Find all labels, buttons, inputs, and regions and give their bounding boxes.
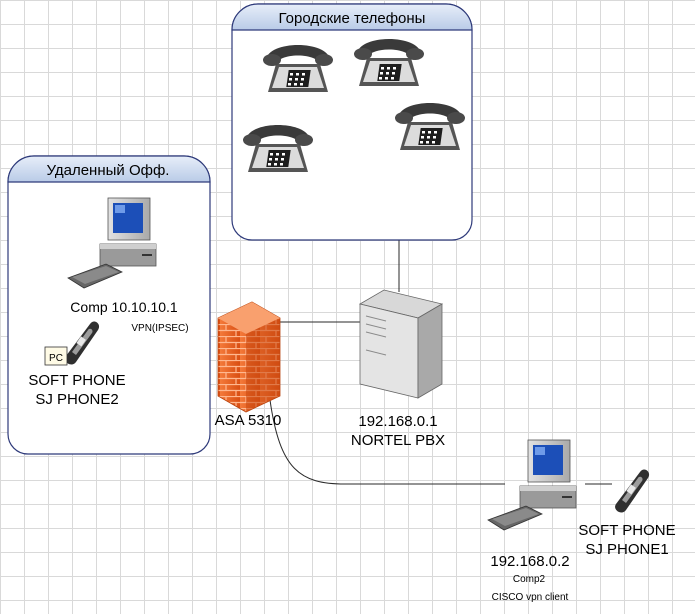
firewall-top-face bbox=[218, 302, 280, 334]
firewall-asa: ASA 5310 bbox=[215, 301, 282, 429]
pbx-side-face bbox=[417, 303, 443, 399]
softphone1-line2: SJ PHONE1 bbox=[585, 541, 668, 558]
comp2-client-label: CISCO vpn client bbox=[492, 592, 569, 603]
group-city-phones: Городские телефоны bbox=[231, 3, 473, 241]
pbx-name-label: NORTEL PBX bbox=[351, 432, 445, 449]
softphone1-icon bbox=[615, 469, 650, 513]
group-city-phones-title: Городские телефоны bbox=[279, 10, 426, 27]
comp2-node: 192.168.0.2 Comp2 CISCO vpn client bbox=[487, 439, 577, 603]
pbx-ip-label: 192.168.0.1 bbox=[358, 413, 437, 430]
remote-comp-label: Comp 10.10.10.1 bbox=[70, 299, 178, 315]
pbx-server: 192.168.0.1 NORTEL PBX bbox=[351, 289, 445, 449]
group-city-phones-header bbox=[231, 3, 473, 31]
group-remote-office-header bbox=[7, 155, 211, 183]
asa-label: ASA 5310 bbox=[215, 412, 282, 429]
softphone2-line1: SOFT PHONE bbox=[28, 372, 125, 389]
group-remote-office: Удаленный Офф. Comp 10.10.10.1 VPN(IPSEC… bbox=[7, 155, 211, 455]
vpn-label: VPN(IPSEC) bbox=[131, 323, 188, 334]
comp2-computer-icon bbox=[487, 439, 577, 531]
pc-tag-box bbox=[44, 346, 68, 366]
pbx-drive-bays bbox=[365, 315, 387, 356]
softphone1-line1: SOFT PHONE bbox=[578, 522, 675, 539]
group-remote-office-title: Удаленный Офф. bbox=[47, 162, 170, 179]
comp2-ip-label: 192.168.0.2 bbox=[490, 553, 569, 570]
link-asa-comp2 bbox=[269, 399, 505, 485]
comp2-name-label: Comp2 bbox=[513, 574, 546, 585]
softphone1-node: SOFT PHONE SJ PHONE1 bbox=[578, 469, 676, 558]
firewall-side-face bbox=[246, 318, 280, 412]
softphone2-line2: SJ PHONE2 bbox=[35, 391, 118, 408]
pc-tag-label: PC bbox=[49, 353, 63, 364]
